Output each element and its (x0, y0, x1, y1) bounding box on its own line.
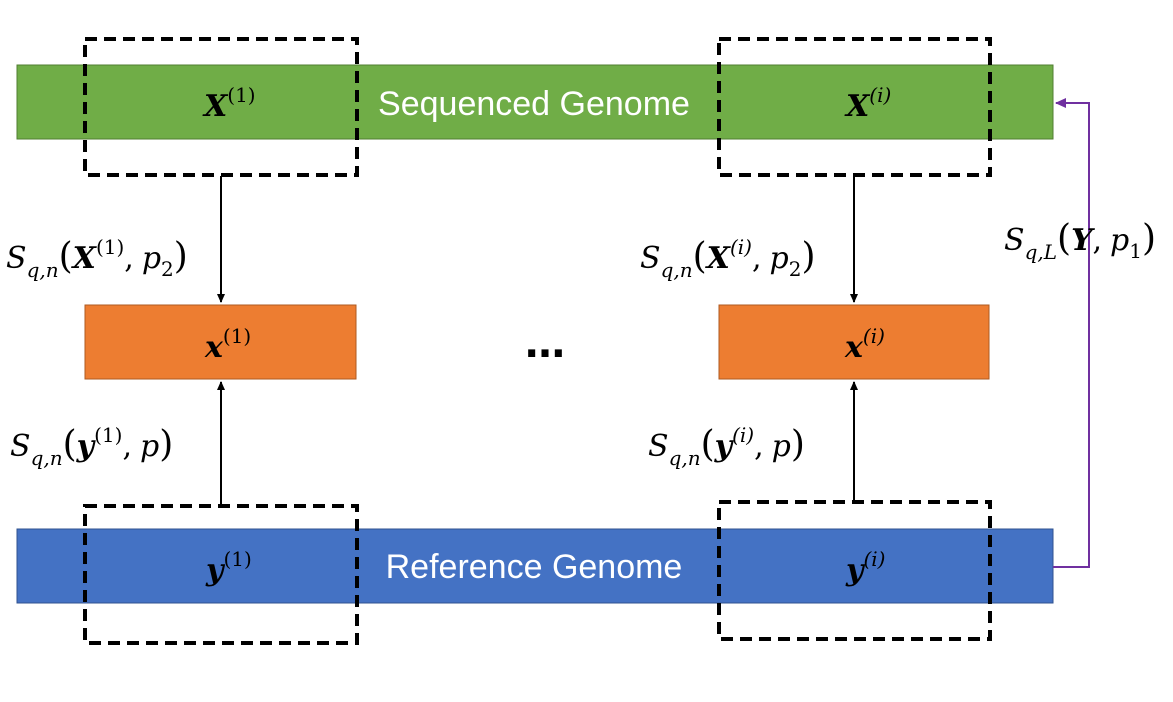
sequenced-genome-label: Sequenced Genome (378, 85, 690, 123)
sample-box-1 (84, 304, 357, 380)
formula-sample-y1: Sq,n(y(1),p) (10, 423, 173, 470)
formula-sequencing: Sq,L(Y,p1) (1004, 218, 1156, 264)
symbol-Xi: X(i) (844, 83, 891, 124)
window-sequenced-1 (83, 37, 359, 177)
formula-sample-yi: Sq,n(y(i),p) (648, 423, 805, 470)
symbol-xi: x(i) (844, 324, 885, 365)
window-sequenced-i (717, 37, 992, 177)
loop-arrow-reference-to-sequenced (1053, 98, 1090, 568)
sample-box-i (718, 304, 990, 380)
symbol-x1: x(1) (204, 324, 251, 365)
ellipsis: … (525, 321, 565, 367)
symbol-y1: y(1) (205, 547, 252, 588)
sequenced-genome-bar (16, 64, 1054, 140)
formula-sample-Xi: Sq,n(X(i),p2) (640, 235, 816, 282)
symbol-X1: X(1) (202, 83, 256, 124)
reference-genome-label: Reference Genome (386, 548, 683, 586)
formula-sample-X1: Sq,n(X(1),p2) (6, 235, 188, 282)
symbol-yi: y(i) (845, 547, 885, 588)
reference-genome-bar (16, 528, 1054, 604)
